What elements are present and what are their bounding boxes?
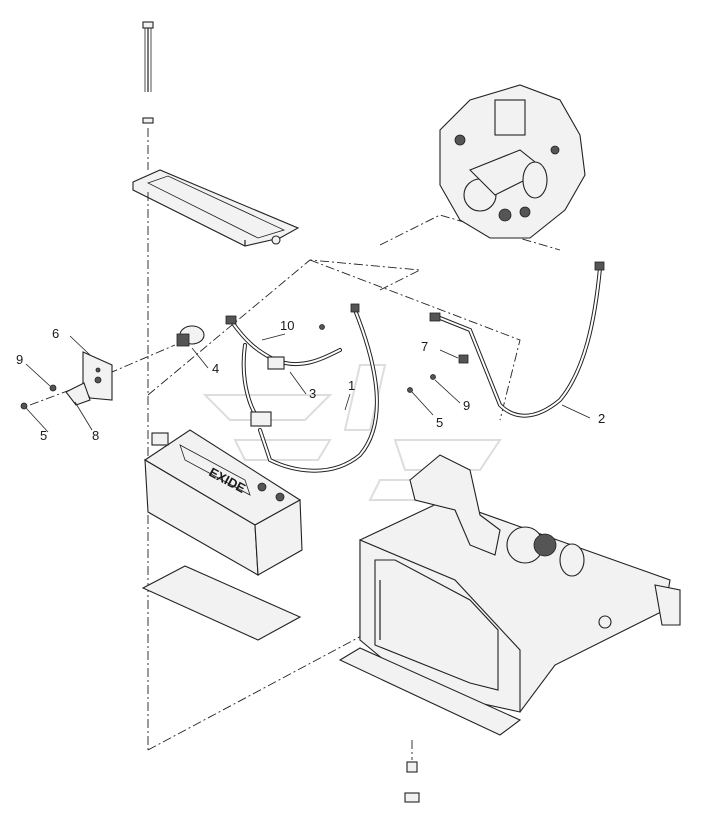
battery: EXIDE bbox=[143, 429, 303, 576]
callout-9-right: 9 bbox=[463, 398, 470, 413]
callout-7: 7 bbox=[421, 339, 428, 354]
battery-hold-down-frame bbox=[132, 169, 300, 247]
callout-4: 4 bbox=[212, 361, 219, 376]
callout-labels: 10 1 2 3 4 5 5 6 7 8 9 9 bbox=[16, 318, 605, 443]
leader-lines bbox=[25, 333, 591, 433]
callout-10: 10 bbox=[280, 318, 294, 333]
callout-9-left: 9 bbox=[16, 352, 23, 367]
cable-1 bbox=[258, 303, 379, 473]
plate-8 bbox=[65, 382, 91, 406]
mounting-bracket-6 bbox=[82, 351, 113, 401]
callout-6: 6 bbox=[52, 326, 59, 341]
callout-5-left: 5 bbox=[40, 428, 47, 443]
cable-2 bbox=[429, 261, 605, 418]
wire-harness-10 bbox=[225, 315, 342, 427]
tank-battery-box bbox=[338, 454, 681, 736]
battery-mat bbox=[141, 565, 302, 641]
bottom-bolt bbox=[404, 761, 420, 803]
battery-switch-4 bbox=[176, 325, 205, 347]
callout-5-right: 5 bbox=[436, 415, 443, 430]
callout-3: 3 bbox=[309, 386, 316, 401]
callout-2: 2 bbox=[598, 411, 605, 426]
flywheel-housing-starter bbox=[439, 84, 586, 239]
callout-8: 8 bbox=[92, 428, 99, 443]
callout-1: 1 bbox=[348, 378, 355, 393]
hold-down-bolt bbox=[142, 21, 154, 170]
fasteners bbox=[20, 324, 469, 410]
